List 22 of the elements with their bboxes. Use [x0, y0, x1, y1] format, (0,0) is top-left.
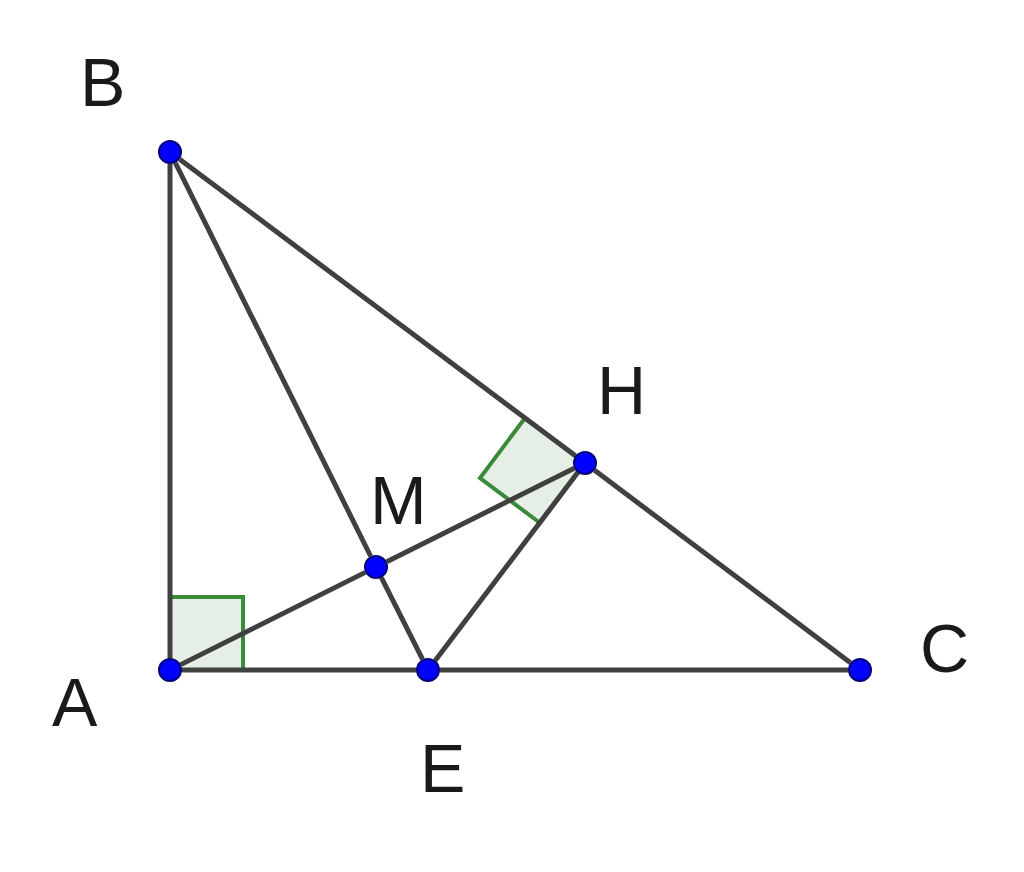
- line-segment: [182, 667, 416, 673]
- point-marker: [364, 555, 388, 579]
- line-segment: [173, 161, 373, 558]
- point-label: C: [920, 614, 970, 682]
- line-segment: [385, 466, 576, 564]
- line-segment: [593, 468, 852, 665]
- line-segment: [379, 576, 425, 661]
- point-label: B: [80, 48, 126, 116]
- point-marker: [848, 658, 872, 682]
- point-marker: [158, 658, 182, 682]
- point-marker: [158, 140, 182, 164]
- point-marker: [573, 451, 597, 475]
- line-segment: [178, 157, 577, 458]
- point-label: M: [370, 466, 427, 534]
- point-label: A: [52, 668, 98, 736]
- point-label: E: [420, 734, 466, 802]
- point-marker: [416, 658, 440, 682]
- line-segment: [433, 471, 580, 662]
- point-label: H: [597, 356, 647, 424]
- line-segment: [440, 667, 848, 673]
- line-segment: [167, 164, 173, 658]
- line-segment: [179, 570, 367, 667]
